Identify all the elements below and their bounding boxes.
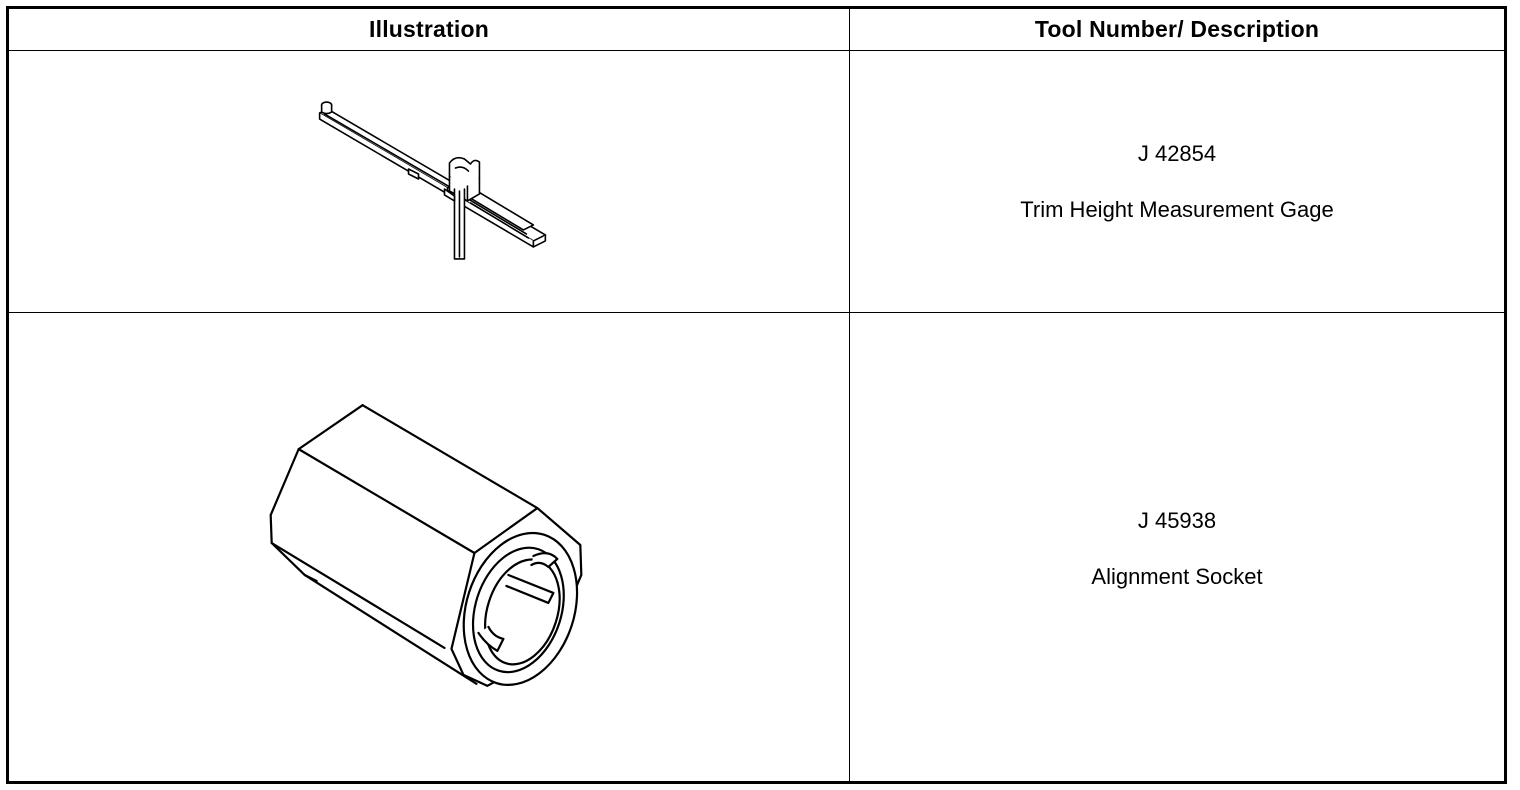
trim-height-gage-icon: [318, 100, 547, 260]
table-row: J 42854 Trim Height Measurement Gage: [9, 51, 1504, 313]
tool-description: Alignment Socket: [1091, 563, 1263, 589]
tool-table: Illustration Tool Number/ Description: [6, 6, 1507, 784]
illustration-cell: [9, 51, 850, 312]
tool-description-cell: J 42854 Trim Height Measurement Gage: [850, 51, 1504, 312]
tool-number: J 45938: [1137, 507, 1217, 533]
header-illustration: Illustration: [9, 9, 850, 50]
header-tool-description: Tool Number/ Description: [1034, 16, 1320, 42]
alignment-socket-icon: [269, 404, 583, 687]
tool-description-cell: J 45938 Alignment Socket: [850, 313, 1504, 784]
table-header-row: Illustration Tool Number/ Description: [9, 9, 1504, 51]
tool-number: J 42854: [1137, 140, 1217, 166]
table-row: J 45938 Alignment Socket: [9, 313, 1504, 784]
illustration-cell: [9, 313, 850, 784]
tool-description: Trim Height Measurement Gage: [1020, 196, 1334, 222]
